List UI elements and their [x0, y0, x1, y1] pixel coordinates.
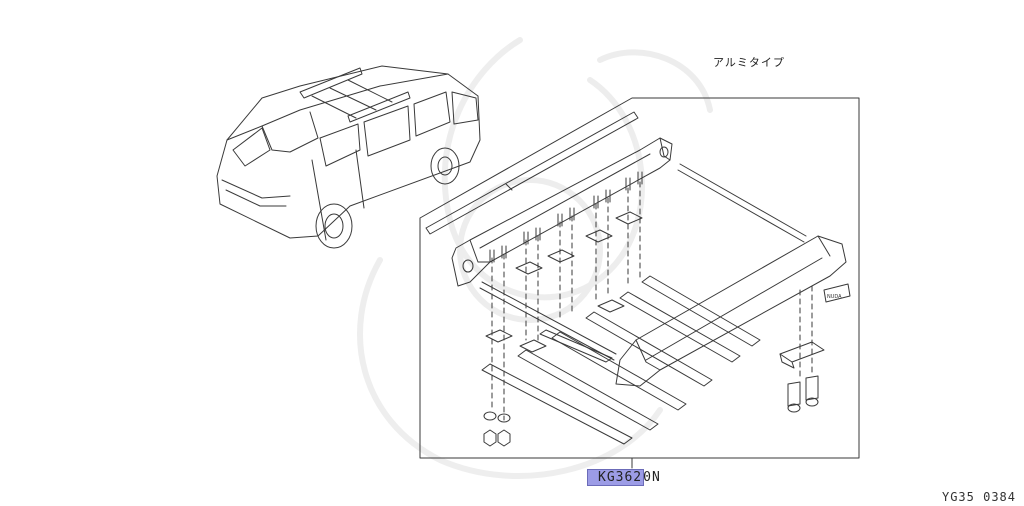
part-code-label[interactable]: KG3620N	[586, 468, 661, 488]
watermark-logo	[357, 37, 713, 479]
rail-bolts	[489, 171, 643, 263]
part-code-highlight[interactable]: KG362	[586, 469, 645, 486]
diagram-id: YG35 0384	[941, 490, 1016, 504]
front-bolts	[787, 375, 819, 413]
assembly-guide-lines	[491, 181, 813, 421]
front-bracket	[779, 341, 825, 369]
type-label: アルミタイプ	[713, 56, 785, 69]
van-illustration	[216, 65, 481, 249]
rubber-pads	[485, 211, 643, 353]
part-code-suffix: 0N	[643, 470, 661, 485]
detail-frame	[419, 97, 860, 459]
mounting-slats	[481, 275, 761, 445]
nuts-and-washers	[483, 411, 511, 447]
roof-trim-strip	[425, 111, 639, 235]
front-rack-rail	[615, 235, 851, 387]
rear-rack-rail	[451, 137, 673, 287]
